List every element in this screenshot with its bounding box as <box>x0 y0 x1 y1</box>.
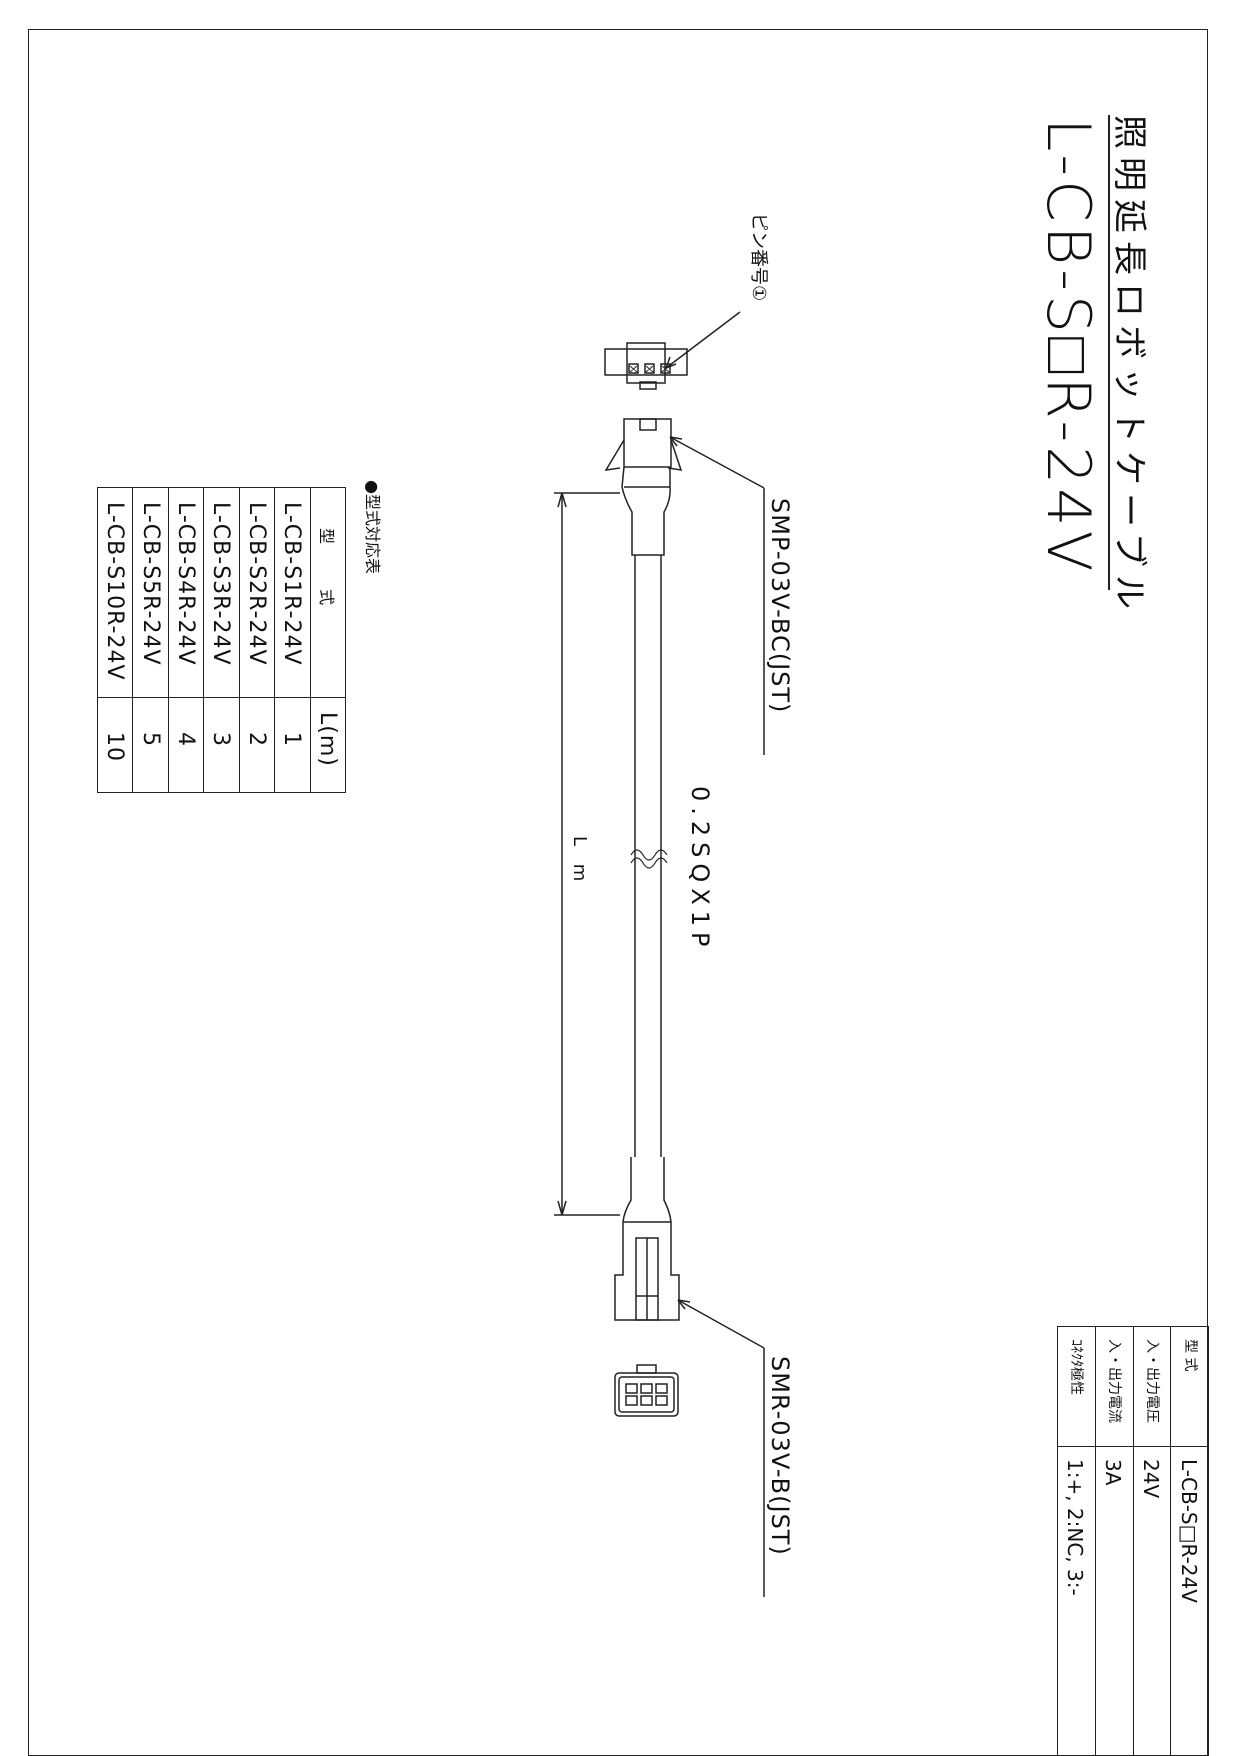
table-cell: ｺﾈｸﾀ極性 <box>1057 1326 1096 1447</box>
smr-connector-label: SMR-03V-B(JST) <box>766 1356 794 1556</box>
bottom-connector-end-view <box>614 1364 679 1417</box>
spec-label: 入・出力電圧 <box>1143 1339 1160 1423</box>
length-cell: 1 <box>279 732 305 747</box>
title-underline <box>1108 115 1110 590</box>
table-cell: L-CB-S2R-24V <box>238 487 276 698</box>
pin-number-label: ピン番号① <box>748 213 769 302</box>
table-cell: L-CB-S1R-24V <box>274 487 311 698</box>
table-cell: 1 <box>274 697 311 793</box>
length-cell: 10 <box>102 732 128 762</box>
table-cell: L-CB-S□R-24V <box>1170 1446 1209 1756</box>
smp-leader-line <box>669 436 765 489</box>
spec-value: 24V <box>1138 1459 1163 1499</box>
length-dimension <box>554 492 620 1216</box>
model-cell: L-CB-S4R-24V <box>173 502 199 666</box>
top-connector-end-view <box>604 342 688 390</box>
smr-connector <box>614 1157 680 1321</box>
smp-connector-label: SMP-03V-BC(JST) <box>766 498 794 714</box>
spec-label: 型 式 <box>1181 1339 1198 1372</box>
table-cell: L-CB-S5R-24V <box>132 487 169 698</box>
spec-label: ｺﾈｸﾀ極性 <box>1068 1339 1085 1395</box>
table-cell: 2 <box>238 697 276 793</box>
table-cell: 5 <box>132 697 169 793</box>
table-cell: 型 式 <box>1170 1326 1209 1447</box>
smp-connector <box>604 418 683 556</box>
model-column-header: 型 式 <box>316 528 336 626</box>
spec-value: L-CB-S□R-24V <box>1176 1459 1201 1603</box>
length-cell: 3 <box>208 732 234 747</box>
table-cell: 10 <box>96 697 134 793</box>
table-cell: 24V <box>1132 1446 1172 1756</box>
model-cell: L-CB-S3R-24V <box>208 502 234 666</box>
model-cell: L-CB-S1R-24V <box>279 502 305 666</box>
spec-value: 1:+, 2:NC, 3:- <box>1063 1459 1088 1596</box>
smr-leader-line <box>677 1299 765 1349</box>
table-cell: 入・出力電圧 <box>1132 1326 1172 1447</box>
table-cell: 1:+, 2:NC, 3:- <box>1057 1446 1096 1756</box>
spec-label: 入・出力電流 <box>1106 1339 1123 1423</box>
table-cell: L(m) <box>309 697 347 793</box>
model-cell: L-CB-S5R-24V <box>137 502 163 666</box>
length-cell: 4 <box>173 732 199 747</box>
spec-table: ｺﾈｸﾀ極性 入・出力電流 入・出力電圧 型 式 1:+, 2:NC, 3:- … <box>1057 1326 1209 1756</box>
table-cell: L-CB-S4R-24V <box>167 487 205 698</box>
length-column-header: L(m) <box>314 712 340 767</box>
model-cell: L-CB-S2R-24V <box>243 502 269 666</box>
cable-spec-label: 0.2SQX1P <box>686 786 714 953</box>
table-cell: 3A <box>1094 1446 1134 1756</box>
table-cell: 4 <box>167 697 205 793</box>
model-table-heading: ●型式対応表 <box>363 480 382 574</box>
model-table: L-CB-S10R-24V L-CB-S5R-24V L-CB-S4R-24V … <box>96 487 347 793</box>
pin-leader-line <box>665 311 741 369</box>
model-cell: L-CB-S10R-24V <box>102 502 128 681</box>
cable-body <box>630 555 668 1157</box>
table-cell: 入・出力電流 <box>1094 1326 1134 1447</box>
table-cell: L-CB-S3R-24V <box>203 487 240 698</box>
spec-value: 3A <box>1101 1459 1126 1486</box>
length-cell: 2 <box>243 732 269 747</box>
table-cell: L-CB-S10R-24V <box>96 487 134 698</box>
length-label: L m <box>569 836 590 888</box>
length-cell: 5 <box>137 732 163 747</box>
table-cell: 型 式 <box>309 487 347 698</box>
table-cell: 3 <box>203 697 240 793</box>
